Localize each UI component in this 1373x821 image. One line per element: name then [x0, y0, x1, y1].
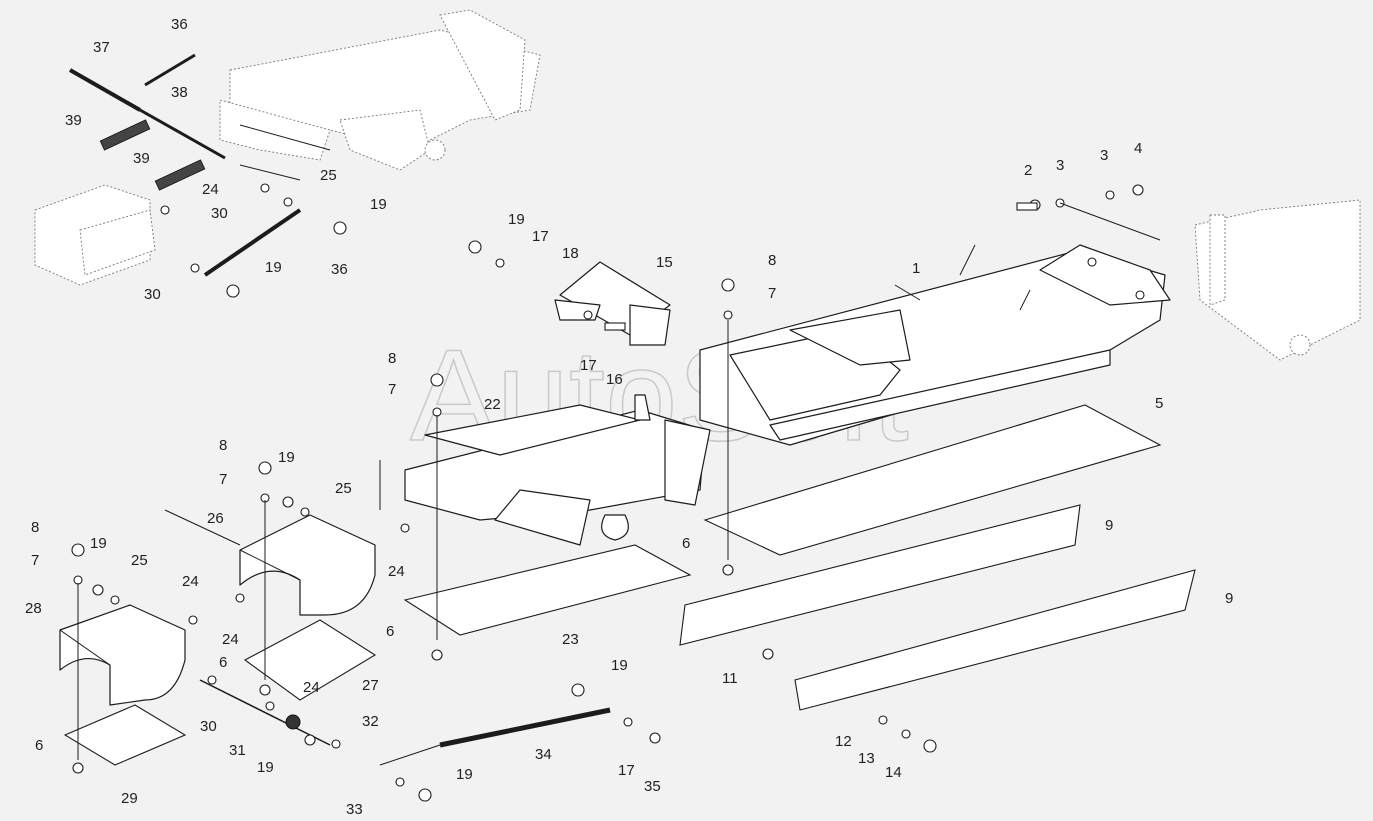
callout-4: 4: [1134, 140, 1142, 157]
ghost-machine-top-left: [219, 9, 541, 171]
plate-part-23: [403, 544, 692, 636]
plate-part-27: [243, 619, 377, 701]
bar-part-36-upper: [144, 53, 196, 87]
spring-part-39-a: [99, 119, 151, 151]
bar-part-36-lower: [203, 208, 302, 277]
callout-38: 38: [171, 84, 188, 101]
callout-24: 24: [388, 563, 405, 580]
plate-part-9-lower: [794, 569, 1196, 711]
callout-25: 25: [131, 552, 148, 569]
rod-part-38: [139, 108, 226, 160]
callout-11: 11: [722, 670, 738, 687]
link-rod-part-34: [439, 707, 611, 748]
housing-part-26: [239, 514, 376, 616]
callout-9: 9: [1105, 517, 1113, 534]
callout-30: 30: [211, 205, 228, 222]
callout-18: 18: [562, 245, 579, 262]
plate-part-5: [703, 404, 1162, 556]
callout-19: 19: [611, 657, 628, 674]
housing-part-28: [59, 604, 186, 706]
callout-23: 23: [562, 631, 579, 648]
callout-17: 17: [532, 228, 549, 245]
callout-24: 24: [182, 573, 199, 590]
callout-6: 6: [35, 737, 43, 754]
callout-7: 7: [219, 471, 227, 488]
callout-6: 6: [386, 623, 394, 640]
callout-3: 3: [1100, 147, 1108, 164]
shaft-part-31: [199, 679, 331, 746]
ghost-deflector-left: [34, 184, 156, 286]
callout-19: 19: [456, 766, 473, 783]
callout-2: 2: [1024, 162, 1032, 179]
callout-7: 7: [31, 552, 39, 569]
callout-7: 7: [768, 285, 776, 302]
callout-14: 14: [885, 764, 902, 781]
callout-3: 3: [1056, 157, 1064, 174]
callout-1: 1: [912, 260, 920, 277]
callout-8: 8: [768, 252, 776, 269]
frame-section-part-22: [404, 394, 711, 546]
callout-12: 12: [835, 733, 852, 750]
callout-6: 6: [682, 535, 690, 552]
callout-labels: 1 2 3 3 4 5 6 6 6 6 7 7 7 7 8 8 8 8 9 9 …: [25, 16, 1233, 818]
main-frame-part-1: [699, 244, 1171, 446]
callout-36: 36: [171, 16, 188, 33]
callout-8: 8: [388, 350, 396, 367]
callout-7: 7: [388, 381, 396, 398]
callout-15: 15: [656, 254, 673, 271]
callout-36: 36: [331, 261, 348, 278]
callout-13: 13: [858, 750, 875, 767]
callout-17: 17: [580, 357, 597, 374]
callout-19: 19: [90, 535, 107, 552]
callout-31: 31: [229, 742, 246, 759]
callout-39: 39: [133, 150, 150, 167]
leader-lines: [77, 124, 1161, 766]
callout-27: 27: [362, 677, 379, 694]
callout-25: 25: [335, 480, 352, 497]
callout-9: 9: [1225, 590, 1233, 607]
ghost-machine-right: [1194, 199, 1361, 361]
callout-28: 28: [25, 600, 42, 617]
spring-part-39-b: [154, 159, 206, 191]
hardware-set: [71, 183, 1144, 802]
callout-29: 29: [121, 790, 138, 807]
callout-8: 8: [31, 519, 39, 536]
callout-37: 37: [93, 39, 110, 56]
bracket-part-15: [554, 261, 671, 346]
callout-24: 24: [222, 631, 239, 648]
callout-5: 5: [1155, 395, 1163, 412]
callout-17: 17: [618, 762, 635, 779]
callout-19: 19: [278, 449, 295, 466]
callout-24: 24: [202, 181, 219, 198]
callout-33: 33: [346, 801, 363, 818]
callout-34: 34: [535, 746, 552, 763]
plate-part-29: [63, 704, 187, 766]
callout-24: 24: [303, 679, 320, 696]
callout-30: 30: [200, 718, 217, 735]
rod-part-37: [69, 68, 141, 112]
callout-30: 30: [144, 286, 161, 303]
callout-25: 25: [320, 167, 337, 184]
callout-26: 26: [207, 510, 224, 527]
callout-6: 6: [219, 654, 227, 671]
callout-32: 32: [362, 713, 379, 730]
callout-22: 22: [484, 396, 501, 413]
callout-16: 16: [606, 371, 623, 388]
callout-19: 19: [265, 259, 282, 276]
callout-39: 39: [65, 112, 82, 129]
callout-19: 19: [370, 196, 387, 213]
callout-19: 19: [508, 211, 525, 228]
plate-part-9-upper: [679, 504, 1081, 646]
callout-35: 35: [644, 778, 661, 795]
callout-8: 8: [219, 437, 227, 454]
callout-19: 19: [257, 759, 274, 776]
